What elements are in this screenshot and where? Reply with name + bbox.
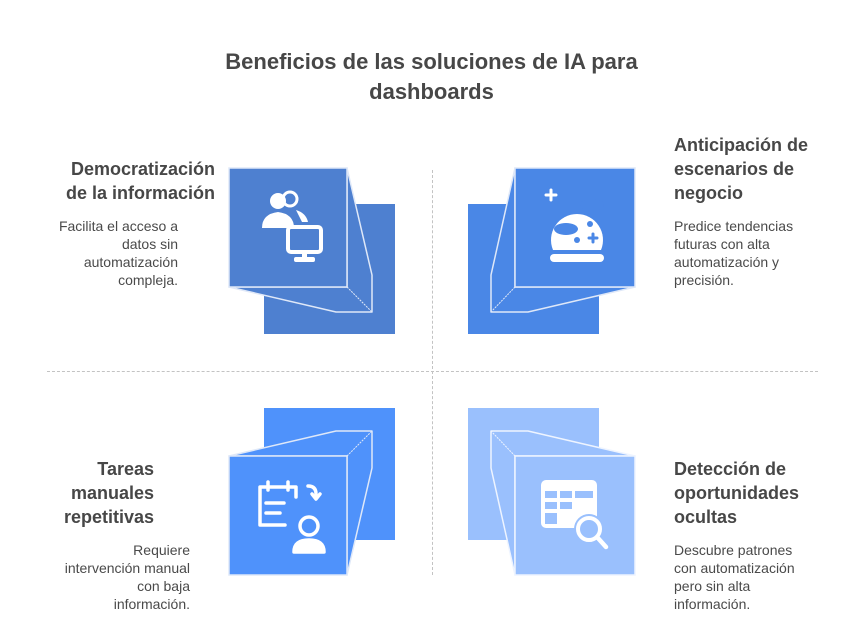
heading-line: Detección de	[674, 459, 787, 479]
vertical-divider	[432, 170, 433, 575]
shape-top-right	[468, 167, 636, 334]
heading-bottom-left: Tareas manuales repetitivas	[40, 457, 154, 529]
title-line-1: Beneficios de las soluciones de IA para	[225, 49, 638, 74]
calendar-person-icon	[258, 480, 326, 554]
description-top-right: Predice tendencias futuras con alta auto…	[674, 217, 844, 289]
description-line: automatización y	[674, 254, 780, 270]
title-line-2: dashboards	[369, 79, 494, 104]
heading-bottom-right: Detección de oportunidades ocultas	[674, 457, 844, 529]
description-line: pero sin alta	[674, 578, 751, 594]
table-search-icon	[541, 480, 609, 550]
heading-line: oportunidades	[674, 483, 799, 503]
heading-line: repetitivas	[63, 507, 154, 527]
heading-line: escenarios de	[674, 159, 795, 179]
description-line: compleja.	[118, 272, 178, 288]
description-line: con automatización	[674, 560, 795, 576]
shape-bottom-right	[468, 408, 636, 576]
description-line: automatización	[83, 254, 178, 270]
diagram-title: Beneficios de las soluciones de IA para …	[0, 47, 863, 107]
heading-line: manuales	[70, 483, 154, 503]
heading-top-left: Democratización de la información	[40, 157, 215, 205]
description-line: precisión.	[674, 272, 734, 288]
description-bottom-left: Requiere intervención manual con baja in…	[40, 541, 190, 613]
heading-line: negocio	[674, 183, 744, 203]
heading-top-right: Anticipación de escenarios de negocio	[674, 133, 844, 205]
description-line: Facilita el acceso a	[58, 218, 178, 234]
description-line: datos sin	[121, 236, 178, 252]
heading-line: ocultas	[674, 507, 738, 527]
shape-bottom-left	[228, 408, 395, 576]
description-line: información.	[674, 596, 751, 612]
crystal-ball-icon	[544, 188, 604, 262]
users-monitor-icon	[262, 190, 323, 262]
description-line: con baja	[137, 578, 190, 594]
heading-line: de la información	[65, 183, 215, 203]
description-line: intervención manual	[64, 560, 190, 576]
description-line: Descubre patrones	[674, 542, 793, 558]
description-bottom-right: Descubre patrones con automatización per…	[674, 541, 844, 613]
description-line: Requiere	[133, 542, 190, 558]
description-line: información.	[113, 596, 190, 612]
heading-line: Democratización	[70, 159, 215, 179]
heading-line: Tareas	[97, 459, 154, 479]
shape-top-left	[228, 167, 395, 334]
description-line: futuras con alta	[674, 236, 770, 252]
horizontal-divider	[47, 371, 818, 372]
heading-line: Anticipación de	[674, 135, 809, 155]
description-line: Predice tendencias	[674, 218, 794, 234]
description-top-left: Facilita el acceso a datos sin automatiz…	[40, 217, 178, 289]
